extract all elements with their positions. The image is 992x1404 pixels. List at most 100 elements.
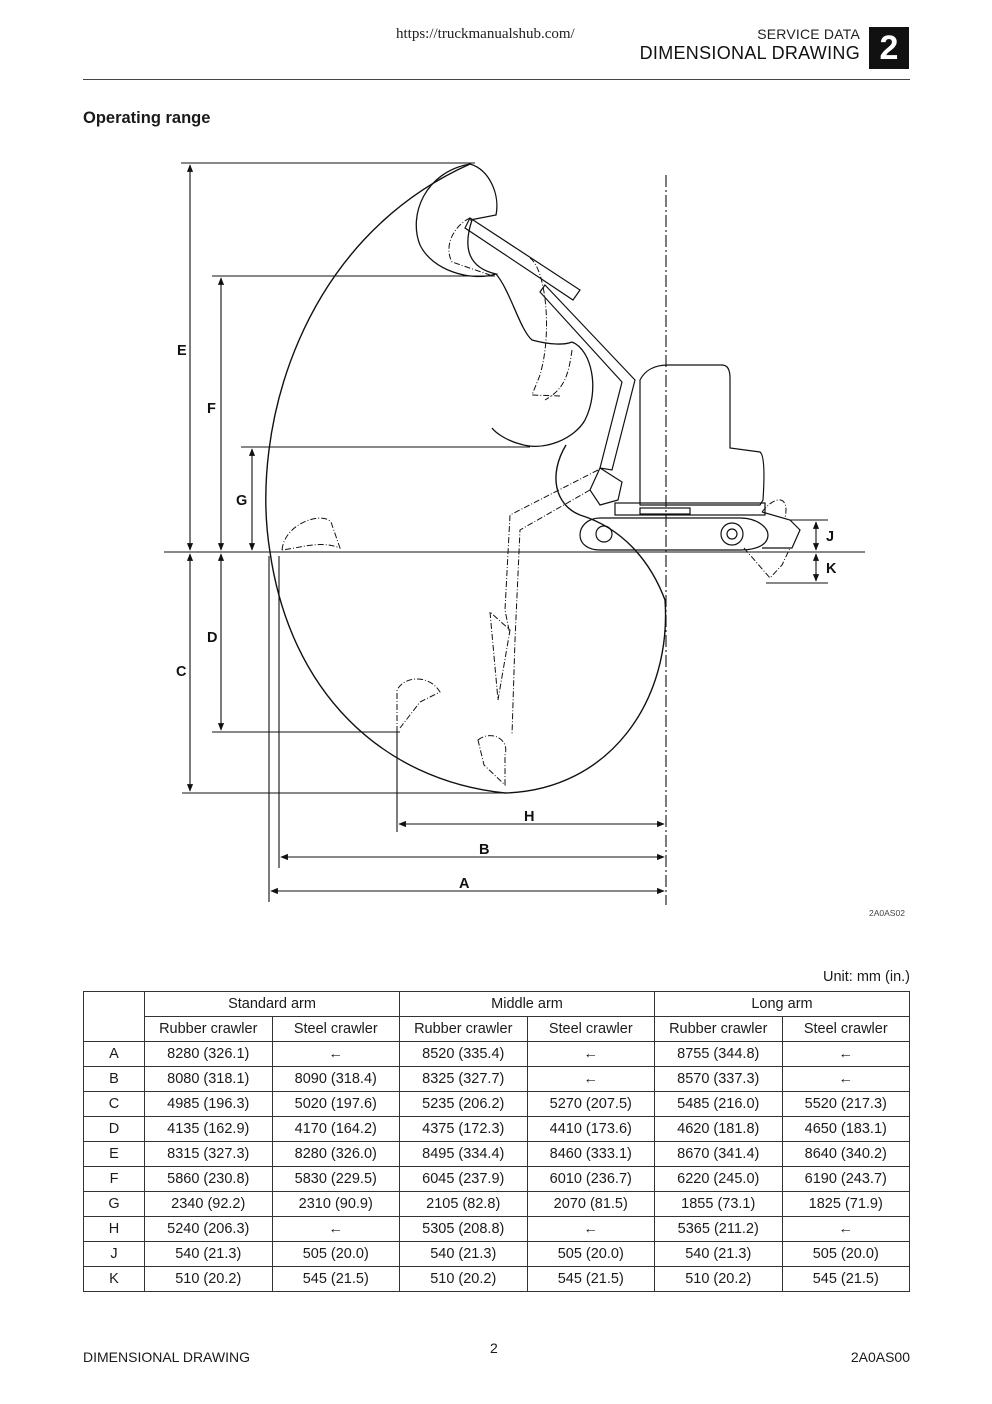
table-cell: 8315 (327.3) [144,1141,273,1167]
table-cell: 510 (20.2) [654,1266,783,1292]
table-cell: 5305 (208.8) [399,1216,528,1242]
dimension-table: Standard arm Middle arm Long arm Rubber … [83,991,910,1292]
table-cell: 6220 (245.0) [654,1166,783,1192]
subheader: Rubber crawler [399,1016,528,1042]
subheader: Steel crawler [271,1016,400,1042]
row-label: H [83,1216,145,1242]
table-cell: 5020 (197.6) [271,1091,400,1117]
row-label: G [83,1191,145,1217]
section-title: Operating range [83,109,211,127]
digging-envelope [265,163,667,794]
label-c: C [176,664,187,680]
table-cell: 8080 (318.1) [144,1066,273,1092]
table-cell: ← [781,1066,910,1092]
table-cell: 5860 (230.8) [144,1166,273,1192]
label-j: J [826,529,834,545]
table-cell: 4375 (172.3) [399,1116,528,1142]
table-cell: 8640 (340.2) [781,1141,910,1167]
table-group-row: Standard arm Middle arm Long arm [83,991,910,1042]
table-cell: ← [271,1216,400,1242]
table-cell: 5365 (211.2) [654,1216,783,1242]
table-cell: ← [781,1041,910,1067]
table-cell: 540 (21.3) [654,1241,783,1267]
table-corner [83,991,145,1042]
table-cell: 540 (21.3) [144,1241,273,1267]
table-cell: 540 (21.3) [399,1241,528,1267]
footer-title: DIMENSIONAL DRAWING [83,1349,250,1365]
source-url[interactable]: https://truckmanualshub.com/ [396,26,575,42]
table-cell: 505 (20.0) [271,1241,400,1267]
label-k: K [826,561,837,577]
table-cell: 2105 (82.8) [399,1191,528,1217]
table-cell: 5270 (207.5) [526,1091,655,1117]
table-cell: 8325 (327.7) [399,1066,528,1092]
table-cell: 6190 (243.7) [781,1166,910,1192]
table-cell: 510 (20.2) [144,1266,273,1292]
table-cell: 1825 (71.9) [781,1191,910,1217]
subheader: Steel crawler [526,1016,655,1042]
table-cell: 2310 (90.9) [271,1191,400,1217]
table-cell: 4135 (162.9) [144,1116,273,1142]
page-header: SERVICE DATA DIMENSIONAL DRAWING [640,26,860,64]
bucket-trace [415,163,594,447]
table-cell: 8280 (326.1) [144,1041,273,1067]
table-cell: 8460 (333.1) [526,1141,655,1167]
group-header: Middle arm [399,991,655,1017]
table-cell: 505 (20.0) [526,1241,655,1267]
table-cell: 8670 (341.4) [654,1141,783,1167]
table-cell: 510 (20.2) [399,1266,528,1292]
label-g: G [236,493,247,509]
table-cell: 545 (21.5) [781,1266,910,1292]
table-cell: 8280 (326.0) [271,1141,400,1167]
row-label: D [83,1116,145,1142]
table-cell: 8495 (334.4) [399,1141,528,1167]
table-cell: 5485 (216.0) [654,1091,783,1117]
group-header: Standard arm [144,991,400,1017]
unit-note: Unit: mm (in.) [823,969,910,985]
label-d: D [207,630,217,646]
header-title: DIMENSIONAL DRAWING [639,43,860,63]
header-divider [83,79,910,80]
table-subheader-row: Rubber crawler Steel crawler Rubber craw… [84,1016,910,1042]
table-cell: ← [526,1041,655,1067]
table-cell: 8755 (344.8) [654,1041,783,1067]
footer-code: 2A0AS00 [850,1349,910,1365]
excavator-machine [464,217,801,551]
table-cell: 5235 (206.2) [399,1091,528,1117]
table-cell: 5830 (229.5) [271,1166,400,1192]
row-label: B [83,1066,145,1092]
row-label: E [83,1141,145,1167]
row-label: K [83,1266,145,1292]
row-label: A [83,1041,145,1067]
header-section: SERVICE DATA [757,26,860,42]
label-h: H [524,809,534,825]
table-cell: 8570 (337.3) [654,1066,783,1092]
table-cell: 5240 (206.3) [144,1216,273,1242]
label-f: F [207,401,216,417]
table-cell: ← [526,1066,655,1092]
subheader: Steel crawler [781,1016,910,1042]
table-cell: 545 (21.5) [271,1266,400,1292]
table-cell: 6045 (237.9) [399,1166,528,1192]
alt-positions [281,217,791,787]
table-cell: ← [526,1216,655,1242]
group-header: Long arm [654,991,910,1017]
row-label: J [83,1241,145,1267]
page-number: 2 [490,1340,498,1356]
figure-id: 2A0AS02 [869,908,905,918]
table-cell: 2070 (81.5) [526,1191,655,1217]
table-cell: 4410 (173.6) [526,1116,655,1142]
label-b: B [479,842,489,858]
table-cell: 545 (21.5) [526,1266,655,1292]
table-cell: 4985 (196.3) [144,1091,273,1117]
table-cell: 2340 (92.2) [144,1191,273,1217]
